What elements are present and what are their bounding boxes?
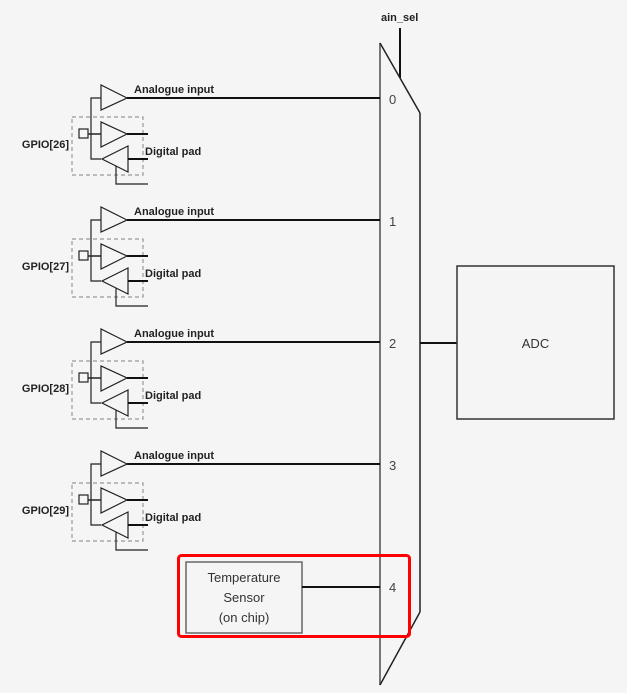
enable-wire	[115, 166, 148, 185]
analogue-buffer-icon	[100, 206, 129, 233]
output-driver-icon	[100, 121, 129, 148]
input-receiver-icon	[100, 267, 129, 295]
gpio-name-label: GPIO[28]	[22, 383, 69, 395]
pad-square	[78, 128, 89, 139]
gpio-name-label: GPIO[27]	[22, 261, 69, 273]
output-driver-icon	[100, 487, 129, 514]
temperature-sensor-box	[185, 561, 303, 634]
pad-region-dashed-box	[71, 238, 144, 298]
digital-pad-label: Digital pad	[145, 390, 201, 402]
input-receiver-icon	[100, 511, 129, 539]
mux-port-4: 4	[389, 580, 396, 595]
digital-pad-label: Digital pad	[145, 146, 201, 158]
input-receiver-icon	[100, 145, 129, 173]
temperature-sensor-line-3: (on chip)	[219, 610, 270, 625]
mux-top-diagonal	[379, 42, 421, 114]
enable-wire	[115, 410, 148, 429]
gpio-name-label: GPIO[29]	[22, 505, 69, 517]
pad-trunk	[90, 463, 101, 526]
pad-region-dashed-box	[71, 116, 144, 176]
enable-wire	[115, 288, 148, 307]
mux-port-0: 0	[389, 92, 396, 107]
pad-trunk	[90, 219, 101, 282]
mux-port-3: 3	[389, 458, 396, 473]
pad-square	[78, 494, 89, 505]
digital-pad-label: Digital pad	[145, 512, 201, 524]
pad-region-dashed-box	[71, 360, 144, 420]
pad-trunk	[90, 341, 101, 404]
ain-sel-label: ain_sel	[381, 12, 418, 24]
temperature-sensor: Temperature Sensor (on chip)	[185, 561, 380, 634]
adc-block: ADC	[456, 265, 615, 420]
gpio-name-label: GPIO[26]	[22, 139, 69, 151]
pad-region-dashed-box	[71, 482, 144, 542]
mux-bottom-diagonal	[379, 611, 421, 686]
output-driver-icon	[100, 365, 129, 392]
analogue-buffer-icon	[100, 450, 129, 477]
adc-box	[456, 265, 615, 420]
analogue-input-label: Analogue input	[134, 84, 214, 96]
analogue-input-label: Analogue input	[134, 450, 214, 462]
analogue-input-label: Analogue input	[134, 206, 214, 218]
temperature-sensor-line-2: Sensor	[223, 590, 265, 605]
analogue-buffer-icon	[100, 328, 129, 355]
highlight-box	[177, 554, 411, 638]
mux-port-1: 1	[389, 214, 396, 229]
digital-pad-label: Digital pad	[145, 268, 201, 280]
analogue-buffer-icon	[100, 84, 129, 111]
input-receiver-icon	[100, 389, 129, 417]
temperature-sensor-line-1: Temperature	[208, 570, 281, 585]
enable-wire	[115, 532, 148, 551]
output-driver-icon	[100, 243, 129, 270]
pad-square	[78, 372, 89, 383]
pad-trunk	[90, 97, 101, 160]
analogue-input-label: Analogue input	[134, 328, 214, 340]
adc-label: ADC	[522, 336, 549, 351]
mux-port-2: 2	[389, 336, 396, 351]
multiplexer	[379, 42, 421, 686]
pad-square	[78, 250, 89, 261]
